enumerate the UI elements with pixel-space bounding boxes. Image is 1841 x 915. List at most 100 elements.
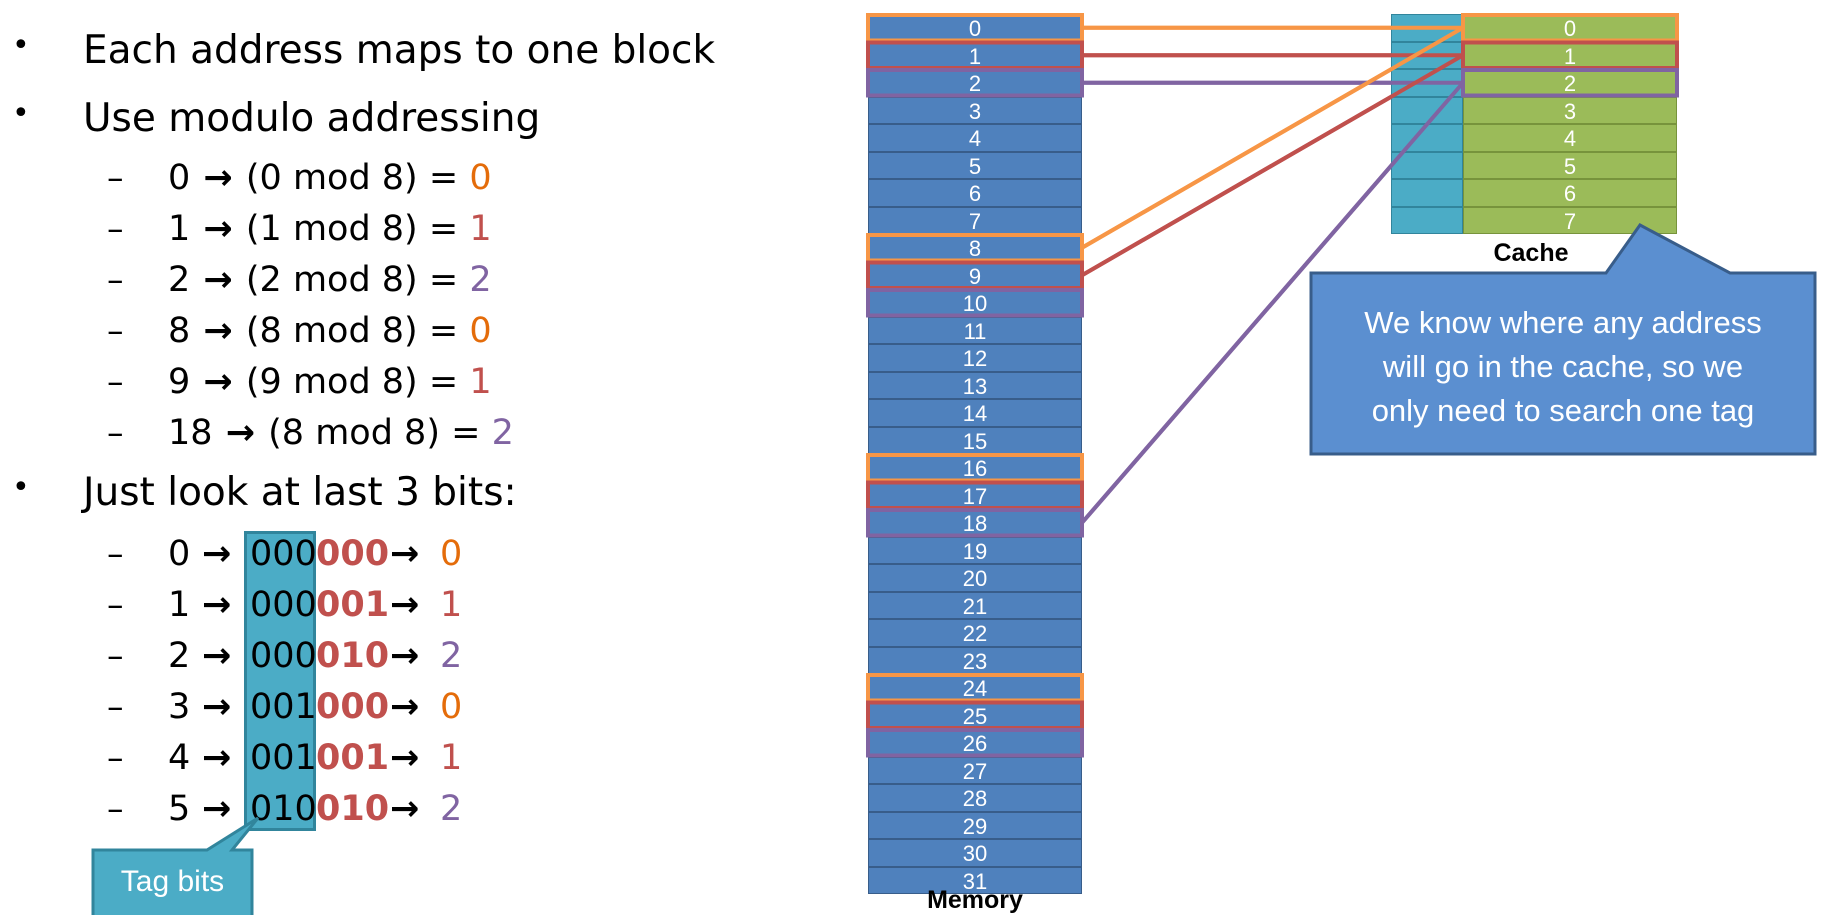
- cache-cell: 4: [1463, 124, 1677, 152]
- cache-index-result: 0: [440, 534, 463, 574]
- modulo-expression: 8 → (8 mod 8) = 0: [168, 311, 492, 351]
- memory-cell: 21: [868, 591, 1082, 619]
- arrow-icon: →: [202, 687, 232, 727]
- memory-cell: 18: [868, 509, 1082, 537]
- cache-tag-cell: [1391, 206, 1463, 234]
- dash: –: [107, 260, 124, 299]
- cache-cell: 5: [1463, 151, 1677, 179]
- modulo-expr: (1 mod 8) =: [245, 209, 459, 249]
- memory-cell: 24: [868, 674, 1082, 702]
- arrow-icon: →: [390, 585, 420, 625]
- memory-cell: 19: [868, 536, 1082, 564]
- cache-tag-cell: [1391, 124, 1463, 152]
- memory-cell: 22: [868, 619, 1082, 647]
- dash: –: [107, 413, 124, 452]
- tag-bits: 000: [250, 636, 317, 676]
- memory-cell: 11: [868, 316, 1082, 344]
- memory-cell: 5: [868, 151, 1082, 179]
- cache-cell: 7: [1463, 206, 1677, 234]
- tag-callout-text: Tag bits: [120, 865, 225, 898]
- memory-cell: 26: [868, 729, 1082, 757]
- cache-index-result: 1: [440, 585, 463, 625]
- arrow-icon: →: [203, 260, 233, 300]
- arrow-icon: →: [203, 362, 233, 402]
- dash: –: [107, 311, 124, 350]
- arrow-icon: →: [390, 636, 420, 676]
- arrow-icon: →: [390, 687, 420, 727]
- index-bits: 010: [316, 636, 390, 676]
- arrow-icon: →: [225, 413, 256, 453]
- memory-cell: 17: [868, 481, 1082, 509]
- address: 18: [168, 413, 213, 453]
- address: 1: [168, 209, 191, 249]
- tag-bits: 000: [250, 585, 317, 625]
- memory-label: Memory: [927, 886, 1023, 914]
- arrow-icon: →: [202, 585, 232, 625]
- address: 4: [168, 738, 191, 778]
- address: 0: [168, 158, 191, 198]
- memory-cell: 7: [868, 206, 1082, 234]
- memory-cell: 6: [868, 179, 1082, 207]
- memory-cell: 8: [868, 234, 1082, 262]
- bullet-text: Just look at last 3 bits:: [83, 470, 517, 515]
- memory-cell: 2: [868, 69, 1082, 97]
- memory-cell: 20: [868, 564, 1082, 592]
- modulo-result: 2: [469, 260, 492, 300]
- modulo-result: 0: [469, 311, 492, 351]
- address: 2: [168, 636, 191, 676]
- cache-tag-cell: [1391, 96, 1463, 124]
- memory-cell: 9: [868, 261, 1082, 289]
- modulo-expression: 1 → (1 mod 8) = 1: [168, 209, 492, 249]
- arrow-icon: →: [390, 738, 420, 778]
- address: 8: [168, 311, 191, 351]
- memory-cell: 3: [868, 96, 1082, 124]
- callout-line: only need to search one tag: [1371, 393, 1755, 428]
- cache-tag-cell: [1391, 41, 1463, 69]
- dash: –: [107, 534, 124, 573]
- cache-cell: 1: [1463, 41, 1677, 69]
- arrow-icon: →: [203, 209, 233, 249]
- bullet-dot: •: [12, 28, 30, 63]
- dash: –: [107, 362, 124, 401]
- modulo-expression: 0 → (0 mod 8) = 0: [168, 158, 492, 198]
- dash: –: [107, 636, 124, 675]
- index-bits: 000: [316, 687, 390, 727]
- index-bits: 001: [316, 585, 390, 625]
- memory-cell: 14: [868, 399, 1082, 427]
- tag-bits: 010: [250, 789, 317, 829]
- arrow-icon: →: [390, 789, 420, 829]
- cache-tag-cell: [1391, 69, 1463, 97]
- tag-bits: 001: [250, 687, 317, 727]
- cache-tag-cell: [1391, 179, 1463, 207]
- bullet-dot: •: [12, 96, 30, 131]
- arrow-icon: →: [202, 738, 232, 778]
- bullet-text: Use modulo addressing: [83, 96, 541, 141]
- cache-tag-cell: [1391, 151, 1463, 179]
- callout-line: will go in the cache, so we: [1382, 349, 1744, 384]
- index-bits: 010: [316, 789, 390, 829]
- cache-index-result: 0: [440, 687, 463, 727]
- memory-cell: 28: [868, 784, 1082, 812]
- bullet-dot: •: [12, 470, 30, 505]
- dash: –: [107, 158, 124, 197]
- memory-cell: 27: [868, 756, 1082, 784]
- arrow-icon: →: [202, 636, 232, 676]
- address: 2: [168, 260, 191, 300]
- cache-label: Cache: [1493, 239, 1569, 267]
- arrow-icon: →: [390, 534, 420, 574]
- memory-cell: 10: [868, 289, 1082, 317]
- modulo-result: 0: [469, 158, 492, 198]
- memory-cell: 30: [868, 839, 1082, 867]
- cache-index-result: 2: [440, 789, 463, 829]
- modulo-expr: (8 mod 8) =: [245, 311, 459, 351]
- address: 9: [168, 362, 191, 402]
- memory-cell: 12: [868, 344, 1082, 372]
- memory-cell: 4: [868, 124, 1082, 152]
- cache-cell: 2: [1463, 69, 1677, 97]
- dash: –: [107, 687, 124, 726]
- memory-cell: 1: [868, 41, 1082, 69]
- index-bits: 001: [316, 738, 390, 778]
- modulo-result: 1: [469, 209, 492, 249]
- cache-tag-cell: [1391, 14, 1463, 42]
- memory-cell: 23: [868, 646, 1082, 674]
